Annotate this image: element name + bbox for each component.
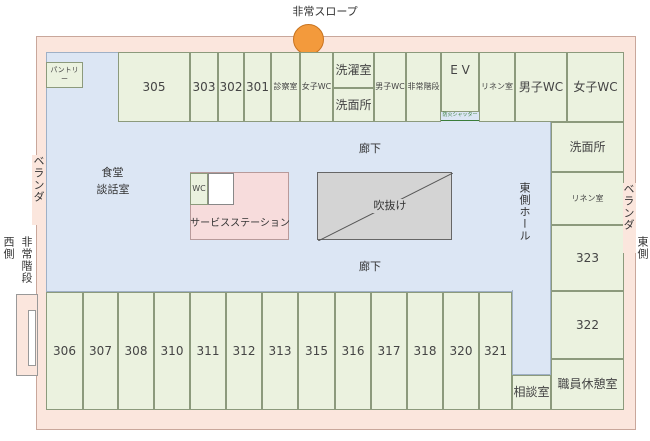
emergency-stairs-label: 非常階段 (20, 236, 33, 284)
staff-lounge: 職員休憩室 (551, 359, 624, 410)
room-303: 303 (190, 52, 218, 122)
corridor-lower-right (512, 290, 551, 375)
west-side-label: 西側 (2, 236, 15, 260)
corridor-bottom-label: 廊下 (359, 260, 381, 273)
emergency-slope-label: 非常スロープ (292, 5, 358, 18)
atrium-label: 吹抜け (370, 199, 410, 214)
service-station-label: サービスステーション (190, 218, 290, 229)
room-313: 313 (262, 292, 298, 410)
fire-shutter-line (441, 120, 479, 121)
station-wc: WC (190, 173, 208, 205)
washroom-1: 洗面所 (333, 88, 374, 122)
room-321: 321 (479, 292, 512, 410)
dining-label: 食堂 (101, 166, 124, 179)
room-301: 301 (244, 52, 271, 122)
consult-room: 相談室 (512, 375, 551, 410)
emergency-slope-icon (293, 24, 324, 55)
elevator: E V (441, 52, 479, 112)
linen-room-1: リネン室 (479, 52, 515, 122)
room-307: 307 (83, 292, 118, 410)
emergency-stairs-inner (28, 310, 36, 366)
room-316: 316 (335, 292, 371, 410)
room-310: 310 (154, 292, 190, 410)
emergency-stairs-small: 非常階段 (406, 52, 441, 122)
room-302: 302 (218, 52, 244, 122)
room-317: 317 (371, 292, 407, 410)
veranda-right-label: ベランダ (622, 183, 636, 253)
room-318: 318 (407, 292, 443, 410)
washroom-2: 洗面所 (551, 122, 624, 172)
lounge-label: 談話室 (96, 183, 130, 196)
veranda-left-label: ベランダ (32, 155, 46, 225)
room-305: 305 (118, 52, 190, 122)
women-wc-1: 女子WC (300, 52, 333, 122)
fire-shutter-label: 防火シャッター (442, 111, 478, 118)
men-wc-2: 男子WC (515, 52, 567, 122)
room-315: 315 (298, 292, 335, 410)
corridor-top-label: 廊下 (359, 142, 381, 155)
room-323: 323 (551, 225, 624, 291)
room-308: 308 (118, 292, 154, 410)
laundry-room: 洗濯室 (333, 52, 374, 88)
women-wc-2: 女子WC (567, 52, 624, 122)
room-306: 306 (46, 292, 83, 410)
east-hall-label: 東側ホール (518, 182, 531, 242)
men-wc-1: 男子WC (374, 52, 406, 122)
room-311: 311 (190, 292, 226, 410)
room-320: 320 (443, 292, 479, 410)
room-312: 312 (226, 292, 262, 410)
station-white-room (208, 173, 234, 205)
pantry: パントリー (46, 62, 83, 88)
east-side-label: 東側 (636, 236, 649, 260)
exam-room: 診察室 (271, 52, 300, 122)
linen-room-2: リネン室 (551, 172, 624, 225)
room-322: 322 (551, 291, 624, 359)
